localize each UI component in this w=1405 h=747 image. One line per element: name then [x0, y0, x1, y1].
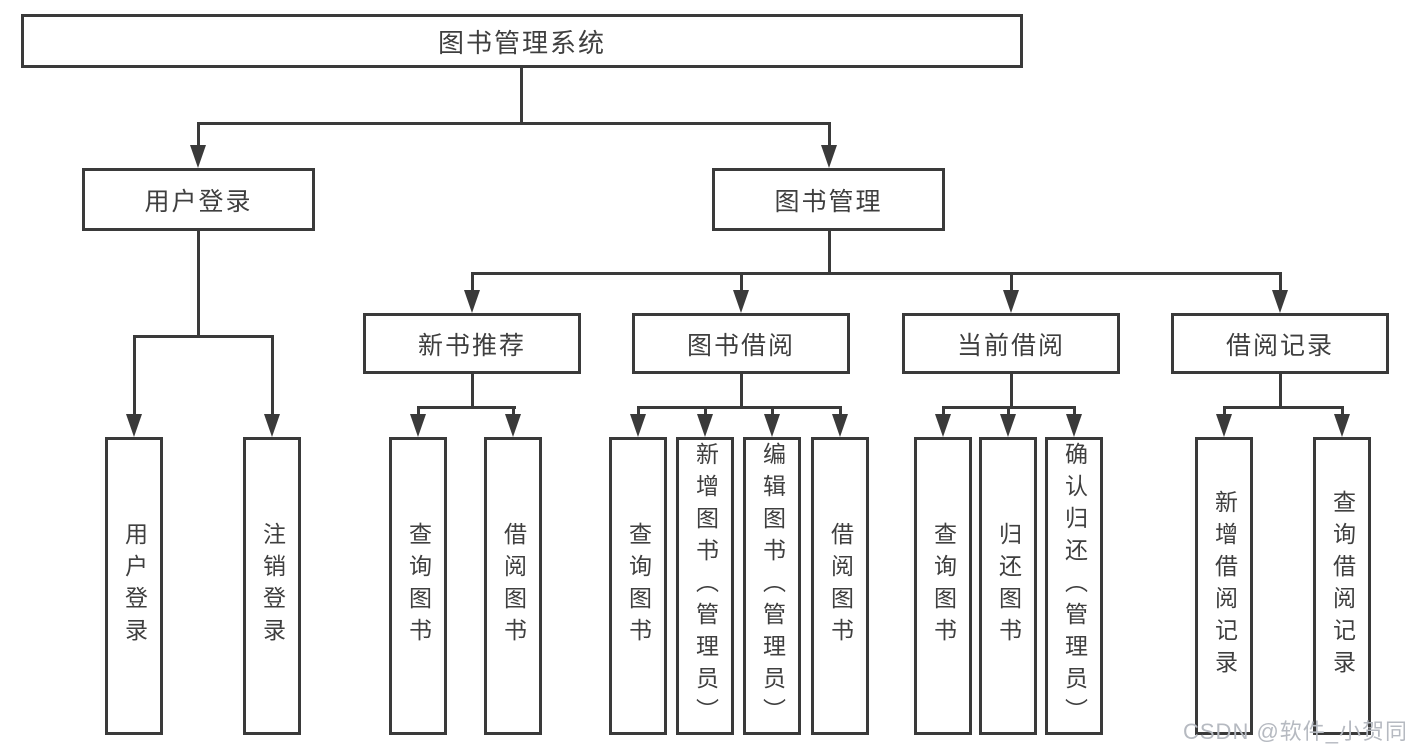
arrow-down-icon [733, 290, 749, 313]
connector-drop-leaf [133, 335, 136, 416]
arrow-down-icon [1334, 414, 1350, 437]
leaf-label: 注销登录 [259, 522, 286, 650]
arrow-down-icon [464, 290, 480, 313]
connector-userlogin-stem [197, 231, 200, 338]
node-book-management: 图书管理 [712, 168, 945, 231]
connector-drop-leaf [417, 406, 420, 416]
connector-drop-book-management [828, 122, 831, 147]
arrow-down-icon [1000, 414, 1016, 437]
leaf-query-books: 查询图书 [914, 437, 972, 735]
connector-bookmgmt-branch [471, 272, 1282, 275]
leaf-query-books: 查询图书 [389, 437, 447, 735]
leaf-label: 借阅图书 [500, 522, 527, 650]
node-label: 当前借阅 [956, 331, 1065, 360]
node-current-borrowing: 当前借阅 [902, 313, 1120, 374]
leaf-add-books-admin: 新增图书（管理员） [676, 437, 734, 735]
connector-bookborrow-stem [740, 374, 743, 409]
leaf-label: 查询图书 [625, 522, 652, 650]
arrow-down-icon [190, 145, 206, 168]
arrow-down-icon [410, 414, 426, 437]
connector-drop-leaf [271, 335, 274, 416]
leaf-user-login: 用户登录 [105, 437, 163, 735]
connector-newbook-branch [417, 406, 516, 409]
arrow-down-icon [935, 414, 951, 437]
node-borrowing-records: 借阅记录 [1171, 313, 1389, 374]
connector-drop-leaf [1007, 406, 1010, 416]
connector-drop-level3 [1279, 272, 1282, 292]
connector-drop-level3 [471, 272, 474, 292]
connector-bookborrow-branch [637, 406, 842, 409]
leaf-label: 归还图书 [995, 522, 1022, 650]
connector-userlogin-branch [133, 335, 274, 338]
arrow-down-icon [1003, 290, 1019, 313]
leaf-borrow-books: 借阅图书 [484, 437, 542, 735]
arrow-down-icon [264, 414, 280, 437]
connector-drop-leaf [1341, 406, 1344, 416]
arrow-down-icon [1216, 414, 1232, 437]
node-label: 图书管理系统 [437, 27, 606, 58]
node-label: 图书管理 [774, 187, 883, 216]
node-label: 用户登录 [144, 187, 253, 216]
leaf-label: 查询借阅记录 [1329, 490, 1356, 682]
node-label: 图书借阅 [686, 331, 795, 360]
connector-records-stem [1279, 374, 1282, 409]
arrow-down-icon [821, 145, 837, 168]
leaf-logout: 注销登录 [243, 437, 301, 735]
connector-drop-leaf [942, 406, 945, 416]
connector-drop-leaf [512, 406, 515, 416]
connector-root-stem [520, 68, 523, 125]
connector-bookmgmt-stem [828, 231, 831, 275]
connector-records-branch [1223, 406, 1344, 409]
leaf-return-books: 归还图书 [979, 437, 1037, 735]
csdn-watermark: CSDN @软件_小贺同学 [1183, 719, 1405, 744]
connector-root-branch [197, 122, 831, 125]
leaf-label: 新增借阅记录 [1211, 490, 1238, 682]
arrow-down-icon [1272, 290, 1288, 313]
leaf-query-books: 查询图书 [609, 437, 667, 735]
connector-drop-leaf [839, 406, 842, 416]
arrow-down-icon [764, 414, 780, 437]
arrow-down-icon [832, 414, 848, 437]
connector-drop-level3 [1010, 272, 1013, 292]
arrow-down-icon [126, 414, 142, 437]
leaf-label: 借阅图书 [827, 522, 854, 650]
connector-currentborrow-stem [1010, 374, 1013, 409]
connector-drop-leaf [704, 406, 707, 416]
connector-drop-user-login [197, 122, 200, 147]
leaf-label: 用户登录 [121, 522, 148, 650]
connector-drop-leaf [771, 406, 774, 416]
leaf-label: 编辑图书（管理员） [759, 442, 786, 730]
arrow-down-icon [697, 414, 713, 437]
leaf-add-borrow-record: 新增借阅记录 [1195, 437, 1253, 735]
leaf-label: 查询图书 [405, 522, 432, 650]
connector-drop-leaf [1223, 406, 1226, 416]
leaf-edit-books-admin: 编辑图书（管理员） [743, 437, 801, 735]
arrow-down-icon [1066, 414, 1082, 437]
leaf-confirm-return-admin: 确认归还（管理员） [1045, 437, 1103, 735]
leaf-label: 新增图书（管理员） [692, 442, 719, 730]
node-user-login: 用户登录 [82, 168, 315, 231]
connector-drop-leaf [1073, 406, 1076, 416]
node-new-book-recommendation: 新书推荐 [363, 313, 581, 374]
node-label: 新书推荐 [417, 331, 526, 360]
leaf-query-borrow-record: 查询借阅记录 [1313, 437, 1371, 735]
arrow-down-icon [505, 414, 521, 437]
leaf-label: 确认归还（管理员） [1061, 442, 1088, 730]
connector-newbook-stem [471, 374, 474, 409]
connector-drop-level3 [740, 272, 743, 292]
node-root-system: 图书管理系统 [21, 14, 1023, 68]
node-book-borrowing: 图书借阅 [632, 313, 850, 374]
connector-drop-leaf [637, 406, 640, 416]
arrow-down-icon [630, 414, 646, 437]
leaf-borrow-books: 借阅图书 [811, 437, 869, 735]
leaf-label: 查询图书 [930, 522, 957, 650]
node-label: 借阅记录 [1225, 331, 1334, 360]
